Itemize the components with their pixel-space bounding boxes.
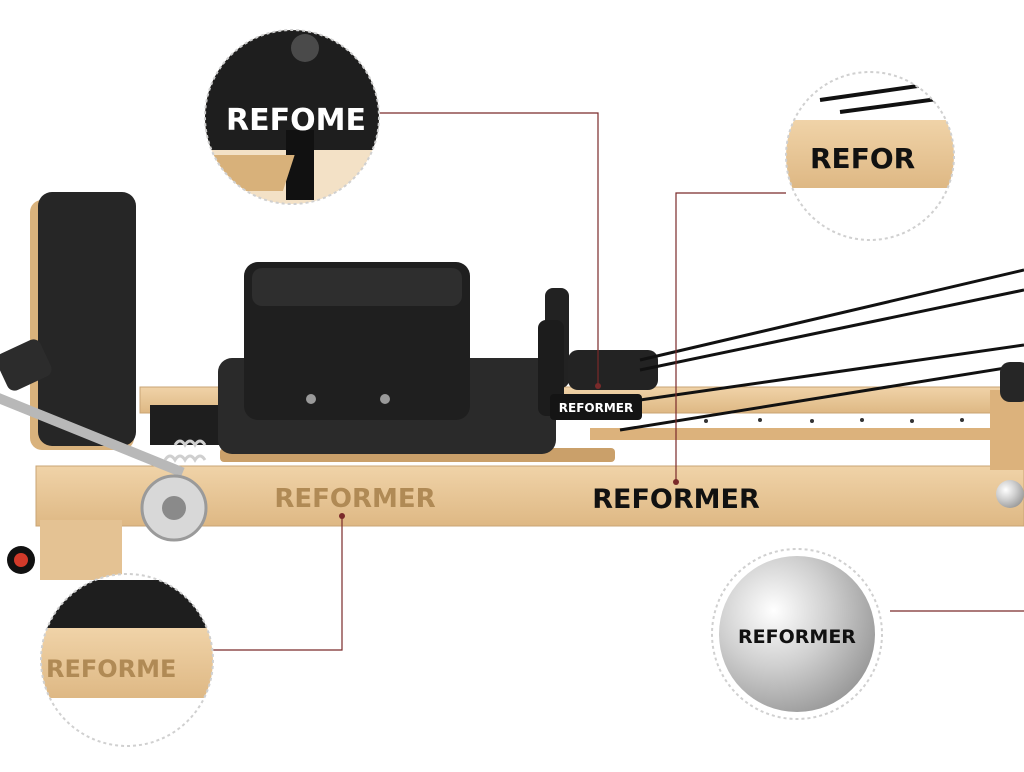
strap: REFORMER [550, 394, 642, 420]
pulley-icon [140, 474, 208, 542]
back-pad [0, 192, 136, 450]
carriage [218, 262, 658, 462]
right-pad [1000, 362, 1024, 402]
zoom-circle-top-left: REFOME [204, 29, 380, 205]
zoom-logo-bottom-right: REFORMER [738, 626, 856, 648]
zoom-circle-bottom-right: REFORMER [711, 548, 883, 720]
engraved-logo: REFORMER [274, 484, 435, 514]
strap-logo: REFORMER [559, 401, 633, 415]
zoom-logo-bottom-left: REFORME [46, 655, 176, 683]
zoom-logo-top-left: REFOME [226, 103, 366, 138]
zoom-logo-top-right: REFOR [810, 142, 915, 175]
zoom-circle-bottom-left: REFORME [40, 573, 214, 747]
ropes [619, 268, 1024, 432]
foot-bar [0, 392, 185, 478]
printed-logo: REFORMER [592, 484, 760, 515]
callout-dot-icon [339, 383, 679, 519]
springs [150, 405, 230, 463]
wheel-icon [7, 546, 35, 574]
steel-cap [996, 480, 1024, 508]
callout-lines [212, 112, 1024, 651]
zoom-circle-top-right: REFOR [785, 71, 955, 241]
